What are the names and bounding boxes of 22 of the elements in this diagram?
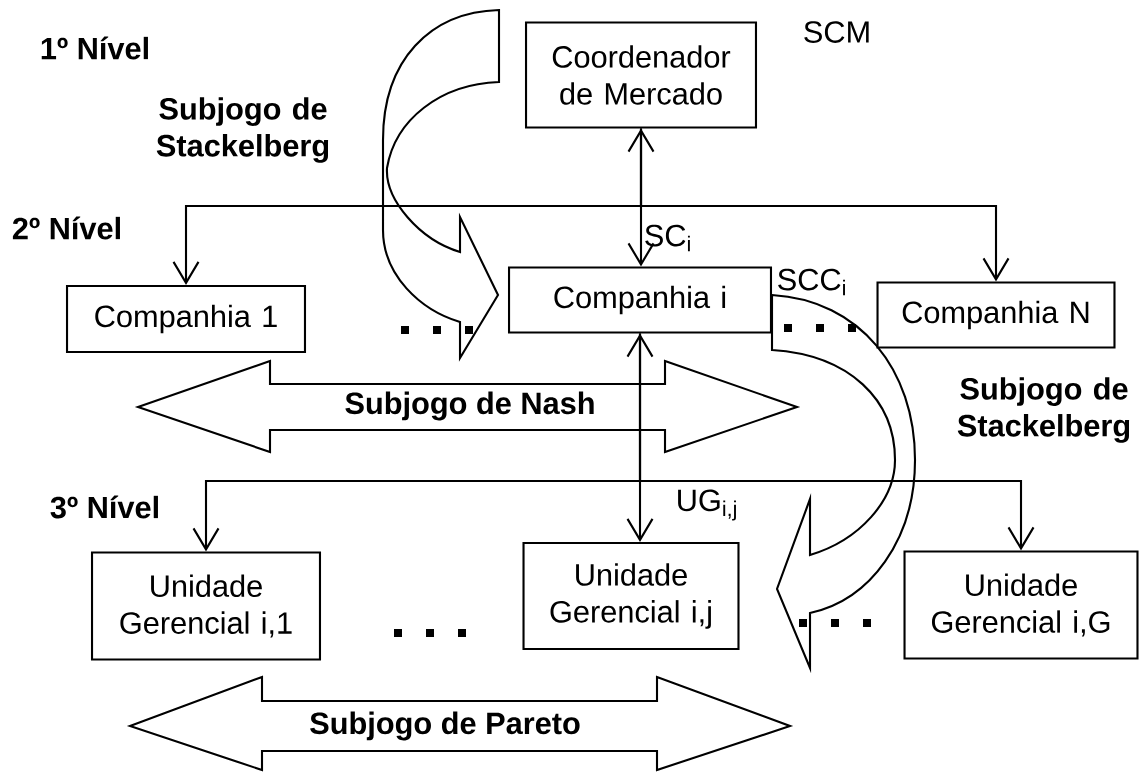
process-box: Companhia 1	[65, 284, 307, 354]
annotation: 2º Nível	[12, 216, 120, 240]
annotation: SCM	[804, 21, 869, 43]
arrow	[626, 333, 654, 542]
process-box: Companhia i	[508, 266, 773, 334]
arrow-label: Subjogo de Nash	[345, 391, 594, 421]
annotation: Subjogo de Stackelberg	[957, 377, 1130, 443]
arrow	[627, 128, 655, 267]
edge-label: UG$_{i,j}$	[678, 489, 736, 521]
process-box: Unidade Gerencial i,1	[90, 551, 322, 661]
process-box: Companhia N	[876, 281, 1116, 349]
edge-label: SC$_{i}$	[645, 224, 690, 252]
arrow	[638, 333, 1035, 551]
annotation: 3º Nível	[50, 495, 158, 519]
process-box: Unidade Gerencial i,j	[522, 541, 740, 651]
arrow-label: Subjogo de Pareto	[310, 711, 580, 741]
annotation: SCC$_{i}$	[778, 268, 845, 296]
arrow	[639, 128, 1010, 282]
process-box: Coordenador de Mercado	[524, 21, 758, 129]
process-box: Unidade Gerencial i,G	[903, 550, 1139, 660]
annotation: Subjogo de Stackelberg	[156, 97, 329, 163]
annotation: 1º Nível	[41, 36, 148, 60]
